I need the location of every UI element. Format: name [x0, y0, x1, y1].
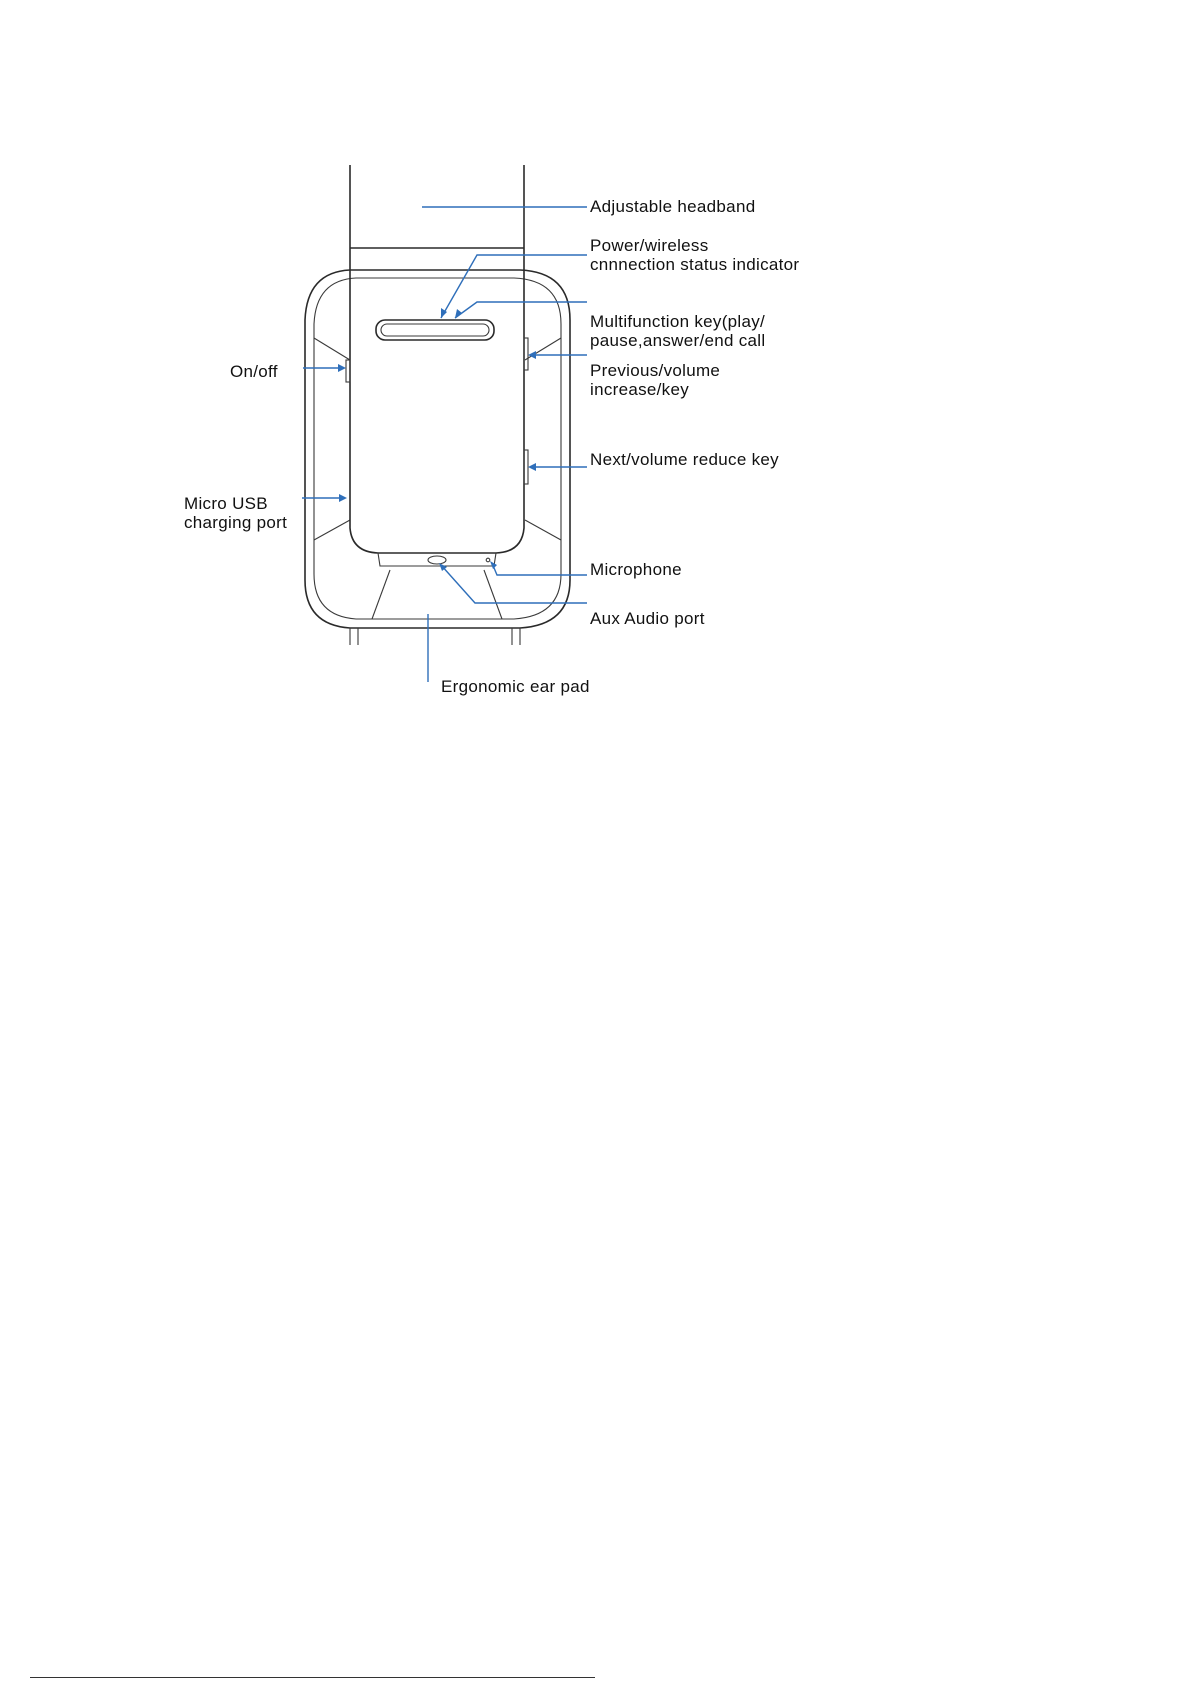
label-multifunction-key: Multifunction key(play/ pause,answer/end…	[590, 312, 765, 350]
label-power-indicator-line2: cnnnection status indicator	[590, 255, 799, 274]
footer-divider	[30, 1677, 595, 1678]
label-previous-line2: increase/key	[590, 380, 720, 399]
ear-cup-base	[350, 628, 520, 645]
label-microphone: Microphone	[590, 560, 682, 579]
label-power-indicator: Power/wireless cnnnection status indicat…	[590, 236, 799, 274]
label-power-indicator-line1: Power/wireless	[590, 236, 799, 255]
label-previous-line1: Previous/volume	[590, 361, 720, 380]
label-aux-audio: Aux Audio port	[590, 609, 705, 628]
label-multifunction-line2: pause,answer/end call	[590, 331, 765, 350]
label-micro-usb-line2: charging port	[184, 513, 287, 532]
label-next-volume: Next/volume reduce key	[590, 450, 779, 469]
multifunction-key	[376, 320, 494, 340]
aux-audio-port	[428, 556, 446, 564]
label-multifunction-line1: Multifunction key(play/	[590, 312, 765, 331]
label-on-off: On/off	[230, 362, 278, 381]
label-previous-volume: Previous/volume increase/key	[590, 361, 720, 399]
label-micro-usb-line1: Micro USB	[184, 494, 287, 513]
slider-body	[350, 248, 524, 566]
label-micro-usb: Micro USB charging port	[184, 494, 287, 532]
label-adjustable-headband: Adjustable headband	[590, 197, 755, 216]
microphone-hole	[486, 558, 490, 562]
label-ear-pad: Ergonomic ear pad	[441, 677, 590, 696]
